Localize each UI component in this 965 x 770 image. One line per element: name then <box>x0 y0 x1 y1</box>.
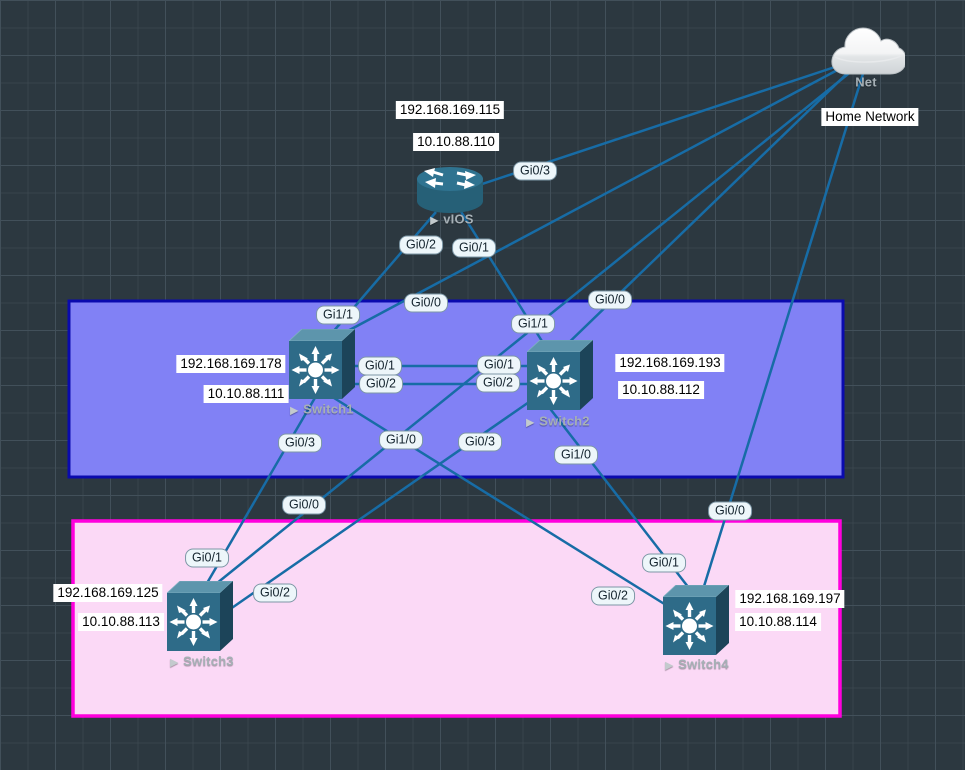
node-switch3[interactable] <box>165 580 235 658</box>
port-label[interactable]: Gi0/0 <box>282 495 326 515</box>
node-name-text: Switch2 <box>539 413 590 429</box>
running-play-icon: ▶ <box>665 660 674 672</box>
running-play-icon: ▶ <box>290 405 299 417</box>
router-icon <box>417 167 483 213</box>
node-label-switch1[interactable]: ▶ Switch1 <box>290 402 353 417</box>
port-label[interactable]: Gi1/1 <box>511 314 555 334</box>
ip-address-label[interactable]: 192.168.169.193 <box>615 354 725 372</box>
port-label[interactable]: Gi0/1 <box>185 548 229 568</box>
ip-address-label[interactable]: 10.10.88.111 <box>203 385 289 403</box>
switch-icon <box>287 328 357 399</box>
node-vios[interactable] <box>415 164 485 221</box>
port-label[interactable]: Gi0/0 <box>404 293 448 313</box>
node-label-net[interactable]: Net <box>855 75 877 90</box>
note-label[interactable]: Home Network <box>821 108 919 126</box>
switch-icon <box>525 339 595 410</box>
port-label[interactable]: Gi0/1 <box>477 355 521 375</box>
node-label-vios[interactable]: ▶ vIOS <box>430 212 473 227</box>
node-switch1[interactable] <box>287 328 357 406</box>
node-switch2[interactable] <box>525 339 595 417</box>
port-label[interactable]: Gi0/2 <box>359 374 403 394</box>
port-label[interactable]: Gi0/3 <box>278 433 322 453</box>
port-label[interactable]: Gi0/1 <box>642 553 686 573</box>
ip-address-label[interactable]: 10.10.88.112 <box>618 381 704 399</box>
node-name-text: Net <box>855 74 877 90</box>
port-label[interactable]: Gi0/3 <box>458 432 502 452</box>
port-label[interactable]: Gi0/2 <box>253 583 297 603</box>
ip-address-label[interactable]: 192.168.169.115 <box>395 101 505 119</box>
ip-address-label[interactable]: 10.10.88.113 <box>78 613 164 631</box>
ip-address-label[interactable]: 10.10.88.114 <box>735 613 821 631</box>
node-label-switch3[interactable]: ▶ Switch3 <box>170 654 233 669</box>
port-label[interactable]: Gi0/2 <box>476 373 520 393</box>
ip-address-label[interactable]: 192.168.169.125 <box>53 584 163 602</box>
cloud-icon <box>831 27 907 75</box>
port-label[interactable]: Gi0/2 <box>591 586 635 606</box>
switch-icon <box>165 580 235 651</box>
node-label-switch2[interactable]: ▶ Switch2 <box>526 414 589 429</box>
node-name-text: Switch3 <box>183 653 234 669</box>
ip-address-label[interactable]: 192.168.169.178 <box>176 355 286 373</box>
running-play-icon: ▶ <box>170 657 179 669</box>
node-name-text: Switch1 <box>303 401 354 417</box>
running-play-icon: ▶ <box>526 417 535 429</box>
port-label[interactable]: Gi1/0 <box>554 445 598 465</box>
port-label[interactable]: Gi0/3 <box>513 161 557 181</box>
node-name-text: vIOS <box>443 211 474 227</box>
port-label[interactable]: Gi1/0 <box>379 430 423 450</box>
ip-address-label[interactable]: 192.168.169.197 <box>735 590 845 608</box>
port-label[interactable]: Gi0/0 <box>588 290 632 310</box>
node-name-text: Switch4 <box>678 656 729 672</box>
running-play-icon: ▶ <box>430 215 439 227</box>
ip-address-label[interactable]: 10.10.88.110 <box>413 133 499 151</box>
port-label[interactable]: Gi1/1 <box>316 305 360 325</box>
switch-icon <box>661 584 731 655</box>
port-label[interactable]: Gi0/0 <box>708 501 752 521</box>
node-label-switch4[interactable]: ▶ Switch4 <box>665 657 728 672</box>
node-switch4[interactable] <box>661 584 731 662</box>
port-label[interactable]: Gi0/1 <box>452 238 496 258</box>
port-label[interactable]: Gi0/2 <box>399 235 443 255</box>
port-label[interactable]: Gi0/1 <box>358 356 402 376</box>
